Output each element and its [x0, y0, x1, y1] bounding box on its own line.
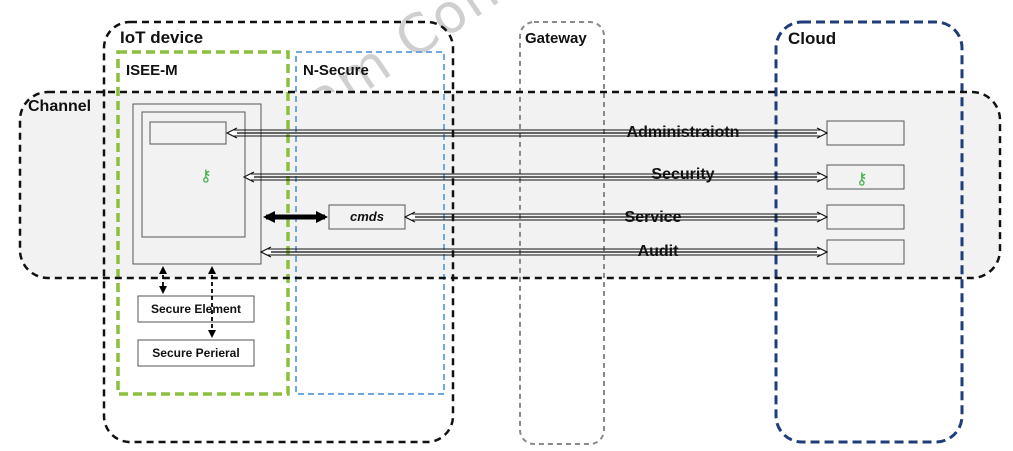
- cloud-container: [774, 20, 964, 444]
- cmds-label: cmds: [350, 209, 384, 224]
- audit-flow-label: Audit: [637, 243, 679, 260]
- secure-element-label: Secure Element: [150, 302, 242, 316]
- channel-outline: [18, 90, 1002, 280]
- n-secure-label: N-Secure: [303, 62, 369, 79]
- isee-m-label: ISEE-M: [126, 62, 178, 79]
- gateway-label: Gateway: [525, 30, 587, 47]
- isee-m-container: [116, 50, 290, 396]
- cloud-endpoint-security: [826, 164, 905, 190]
- n-secure-container: [295, 51, 445, 395]
- key-icon: ⚷: [200, 166, 212, 185]
- secure-peripheral-label: Secure Perieral: [152, 346, 240, 360]
- administration-flow-label: Administraiotn: [626, 124, 740, 141]
- service-flow-label: Service: [624, 209, 682, 226]
- gateway-container: [519, 21, 605, 445]
- security-flow-label: Security: [651, 166, 715, 183]
- isee-admin-slot: [149, 121, 227, 145]
- cloud-label: Cloud: [788, 29, 837, 48]
- iot-device-label: IoT device: [120, 28, 204, 47]
- key-icon: ⚷: [856, 169, 868, 188]
- secure-peripheral-box: [137, 339, 255, 367]
- cloud-endpoint-administration: [826, 120, 905, 146]
- cmds-box: [328, 204, 406, 230]
- cloud-endpoint-service: [826, 204, 905, 230]
- channel-label: Channel: [28, 98, 92, 115]
- cloud-endpoint-audit: [826, 239, 905, 265]
- secure-element-box: [137, 295, 255, 323]
- iot-device-container: [102, 20, 455, 444]
